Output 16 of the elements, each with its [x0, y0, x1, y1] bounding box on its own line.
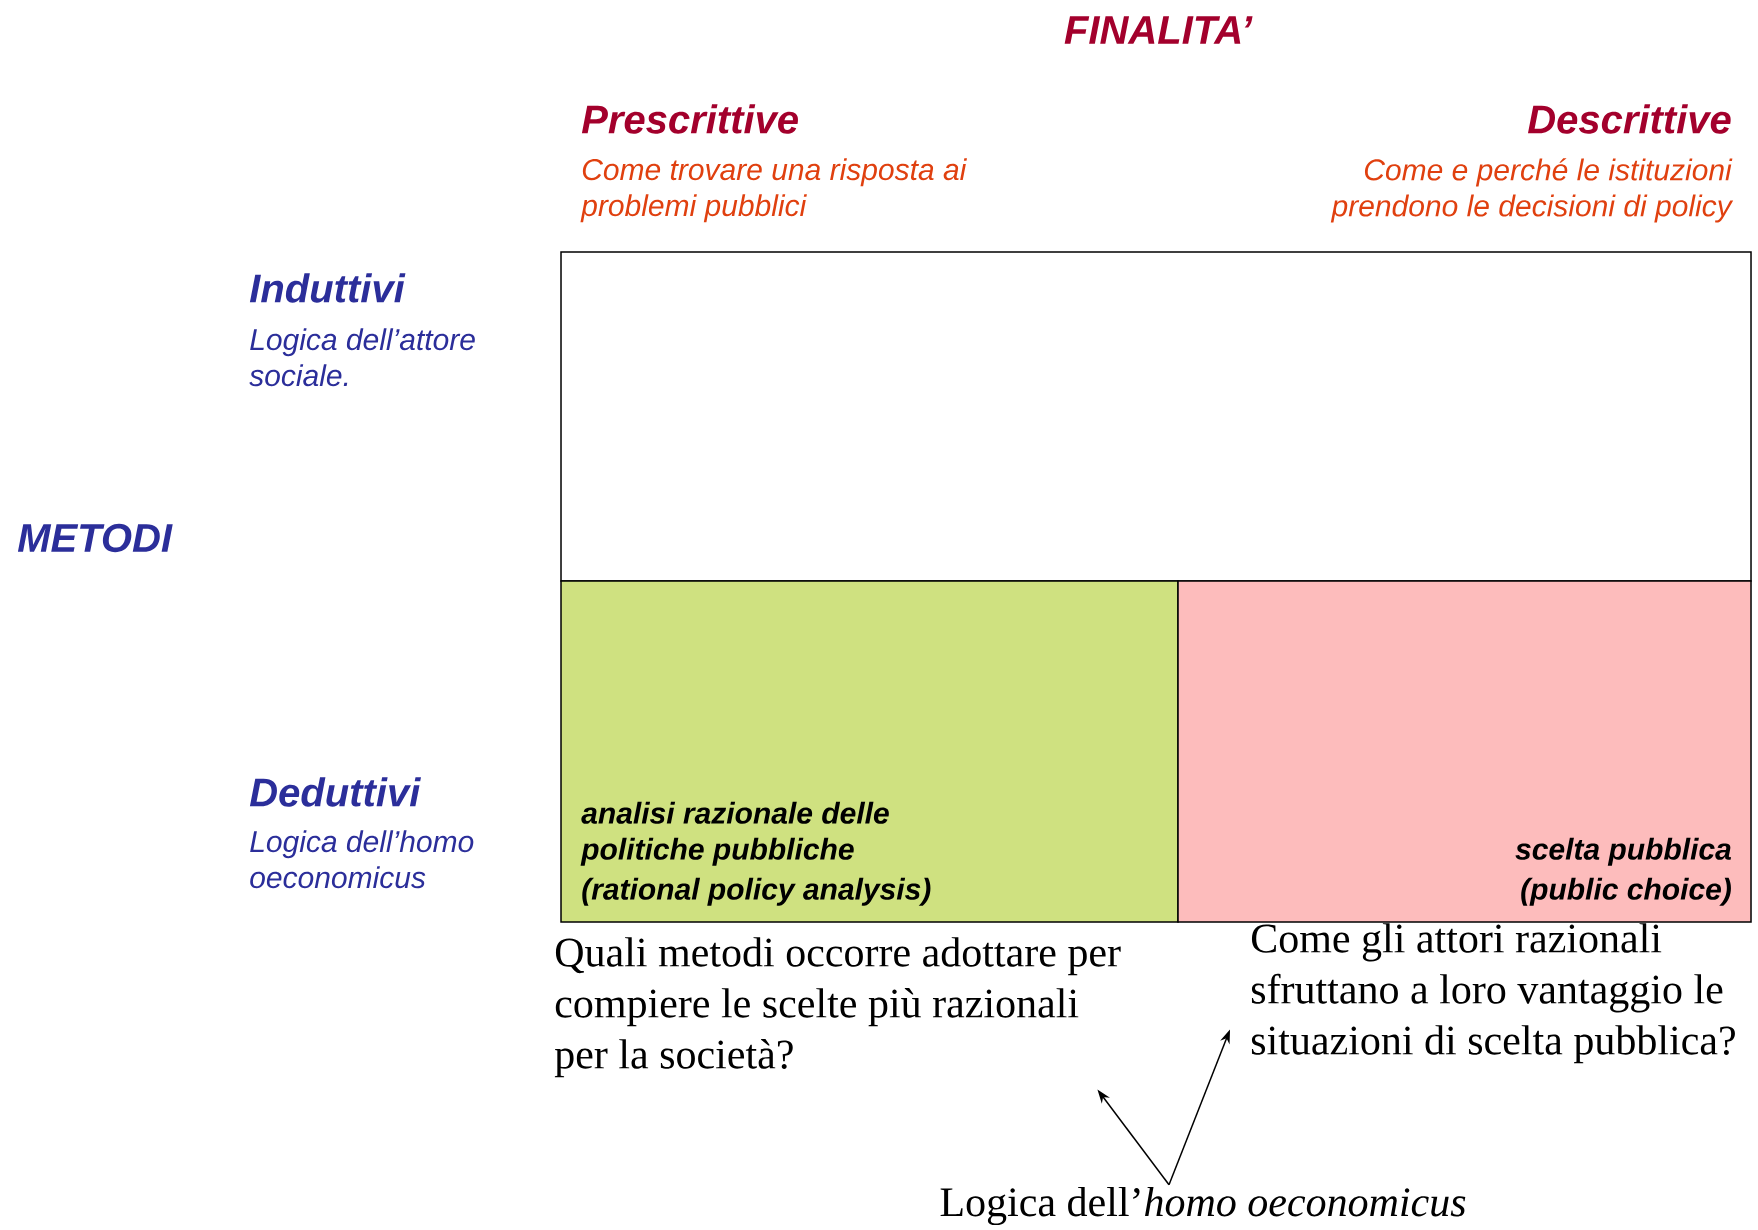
question-text: Come gli attori razionali sfruttano a loro vantaggio le situazioni di scelta pubblica?	[1251, 923, 1735, 1064]
table-cell	[560, 251, 1752, 582]
row-heading: Induttivi	[249, 273, 406, 303]
column-description: Come e perché le istituzioni prendono le decisioni di policy	[1330, 158, 1734, 223]
row-description: Logica dell’homo oeconomicus	[250, 830, 474, 889]
table-cell: analisi razionale delle politiche pubbliche (rational policy analysis)	[560, 580, 1179, 923]
caption-text: Logica dell’homo oeconomicus	[940, 1186, 1466, 1226]
axis-heading: METODI	[17, 523, 173, 553]
title: FINALITA’	[1064, 16, 1253, 44]
column-heading: Descrittive	[1527, 104, 1731, 134]
column-description: Come trovare una risposta ai problemi pubblici	[580, 158, 967, 223]
column-heading: Prescrittive	[581, 104, 798, 134]
question-text: Quali metodi occorre adottare per compiere le scelte più razionali per la società?	[554, 937, 1121, 1078]
row-description: Logica dell’attore sociale.	[249, 328, 475, 387]
table-cell: scelta pubblica (public choice)	[1177, 580, 1752, 923]
row-heading: Deduttivi	[249, 777, 421, 807]
